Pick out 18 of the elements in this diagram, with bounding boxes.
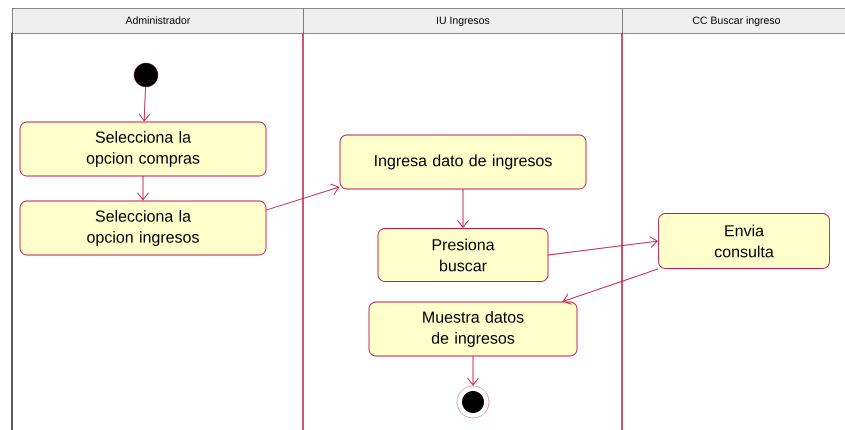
- start-node: [134, 62, 158, 88]
- lane-header: Administrador: [12, 8, 304, 34]
- end-node: [456, 386, 490, 418]
- arrow: [138, 86, 150, 122]
- arrow: [548, 236, 658, 256]
- activity-box: Selecciona la opcion ingresos: [20, 200, 266, 256]
- arrow: [562, 268, 658, 305]
- activity-box: Selecciona la opcion compras: [20, 122, 266, 176]
- lane-header: IU Ingresos: [303, 8, 623, 34]
- activity-box: Envia consulta: [658, 213, 830, 269]
- arrow: [137, 176, 149, 201]
- arrow: [266, 184, 340, 210]
- lane-header: CC Buscar ingreso: [622, 8, 845, 34]
- arrow: [467, 356, 479, 386]
- activity-box: Ingresa dato de ingresos: [340, 134, 586, 190]
- activity-box: Presiona buscar: [378, 228, 548, 282]
- activity-box: Muestra datos de ingresos: [368, 302, 578, 356]
- arrow: [457, 189, 469, 228]
